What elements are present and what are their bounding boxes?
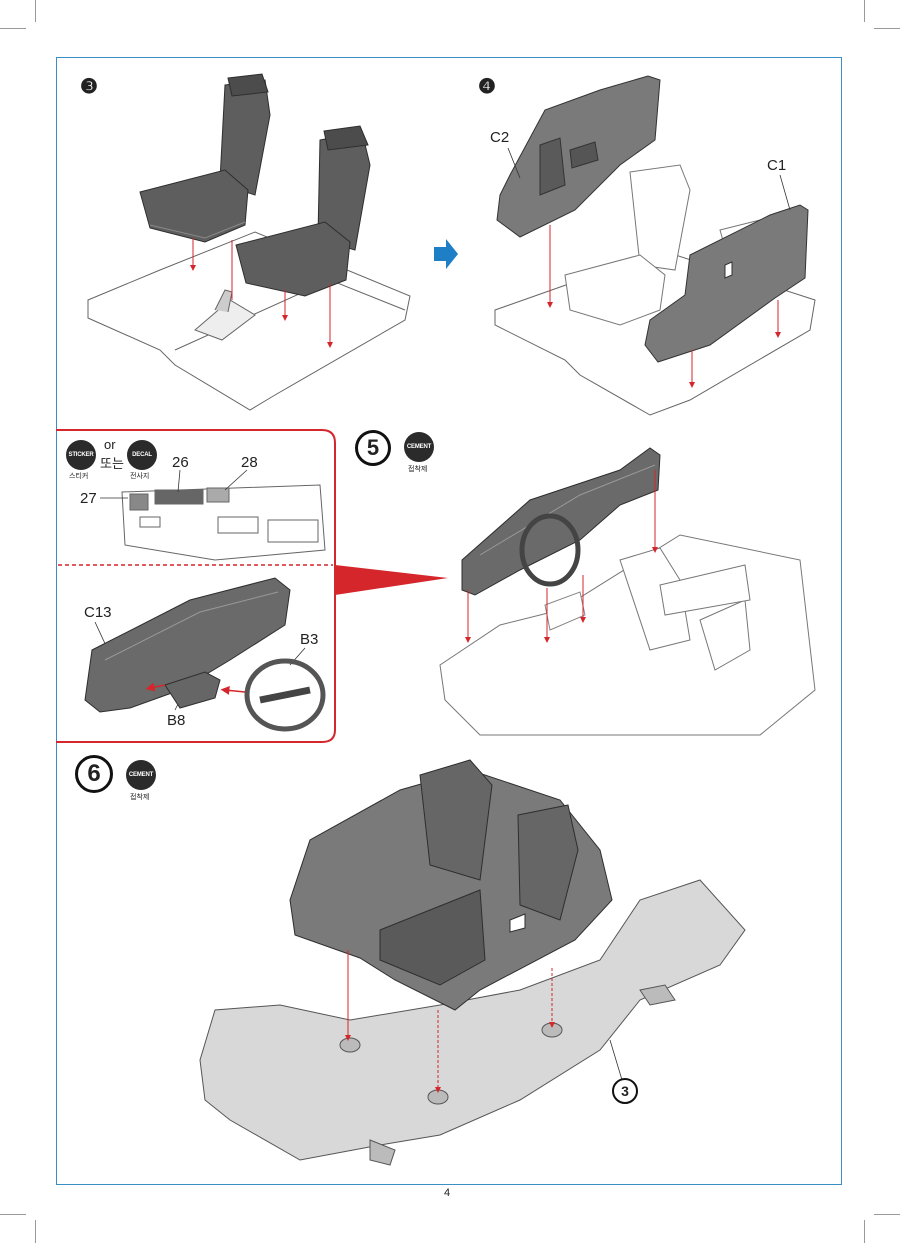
cement-kr-label: 접착제 bbox=[408, 466, 428, 473]
or-label: or bbox=[104, 437, 116, 452]
cement-kr-label: 접착제 bbox=[130, 794, 150, 801]
crop-mark bbox=[0, 28, 26, 29]
inset-pointer bbox=[335, 565, 448, 595]
step5-arrows bbox=[465, 470, 658, 643]
label-c1: C1 bbox=[767, 157, 787, 174]
step6-interior-tub bbox=[289, 759, 613, 1011]
leader-step6-ref bbox=[609, 1039, 623, 1081]
step6-ref-circle: 3 bbox=[612, 1078, 638, 1104]
crop-mark bbox=[874, 1214, 900, 1215]
inset-steering-wheel-b3 bbox=[244, 658, 326, 732]
step4-seat-outline bbox=[564, 164, 776, 326]
step6-number: 6 bbox=[75, 755, 113, 793]
step3-arrows bbox=[190, 238, 333, 348]
step5-body-tub bbox=[439, 534, 816, 736]
crop-mark bbox=[864, 0, 865, 22]
crop-mark bbox=[864, 1220, 865, 1243]
page-frame bbox=[56, 57, 842, 1185]
decal-icon: DECAL bbox=[127, 440, 157, 470]
cement-icon: CEMENT bbox=[404, 432, 434, 462]
step4-number: ❹ bbox=[478, 76, 496, 98]
label-b8: B8 bbox=[167, 712, 186, 729]
leader-c2 bbox=[507, 147, 521, 179]
cement-icon: CEMENT bbox=[126, 760, 156, 790]
label-26: 26 bbox=[172, 454, 189, 471]
label-b3: B3 bbox=[300, 631, 319, 648]
leader-c1 bbox=[779, 174, 791, 211]
decal-kr-label: 전사지 bbox=[130, 473, 150, 480]
label-c13: C13 bbox=[84, 604, 112, 621]
step3-number: ❸ bbox=[80, 76, 98, 98]
sticker-kr-label: 스티커 bbox=[69, 473, 89, 480]
step4-door-panel-c1 bbox=[644, 204, 809, 363]
crop-mark bbox=[35, 0, 36, 22]
inset-dashboard-c13 bbox=[84, 577, 291, 713]
step5-number: 5 bbox=[355, 430, 391, 466]
step6-chassis bbox=[199, 879, 746, 1166]
inset-dash-detail bbox=[121, 484, 326, 561]
step4-door-panel-c2 bbox=[496, 75, 661, 238]
label-c2: C2 bbox=[490, 129, 510, 146]
step6-arrows bbox=[345, 950, 555, 1093]
sticker-icon: STICKER bbox=[66, 440, 96, 470]
step4-arrows bbox=[547, 225, 781, 388]
step5-console bbox=[544, 591, 586, 631]
step3-seat-left bbox=[139, 73, 271, 243]
label-27: 27 bbox=[80, 490, 97, 507]
step3-seat-right bbox=[235, 125, 371, 297]
crop-mark bbox=[874, 28, 900, 29]
inset-part-b8 bbox=[164, 671, 221, 709]
step5-dashboard bbox=[461, 447, 661, 596]
next-step-arrow bbox=[434, 239, 458, 269]
or-kr-label: 또는 bbox=[100, 456, 124, 471]
inset-arrows bbox=[145, 682, 246, 695]
step5-steering-wheel bbox=[519, 513, 581, 587]
crop-mark bbox=[0, 1214, 26, 1215]
page-number: 4 bbox=[444, 1187, 451, 1199]
label-28: 28 bbox=[241, 454, 258, 471]
crop-mark bbox=[35, 1220, 36, 1243]
